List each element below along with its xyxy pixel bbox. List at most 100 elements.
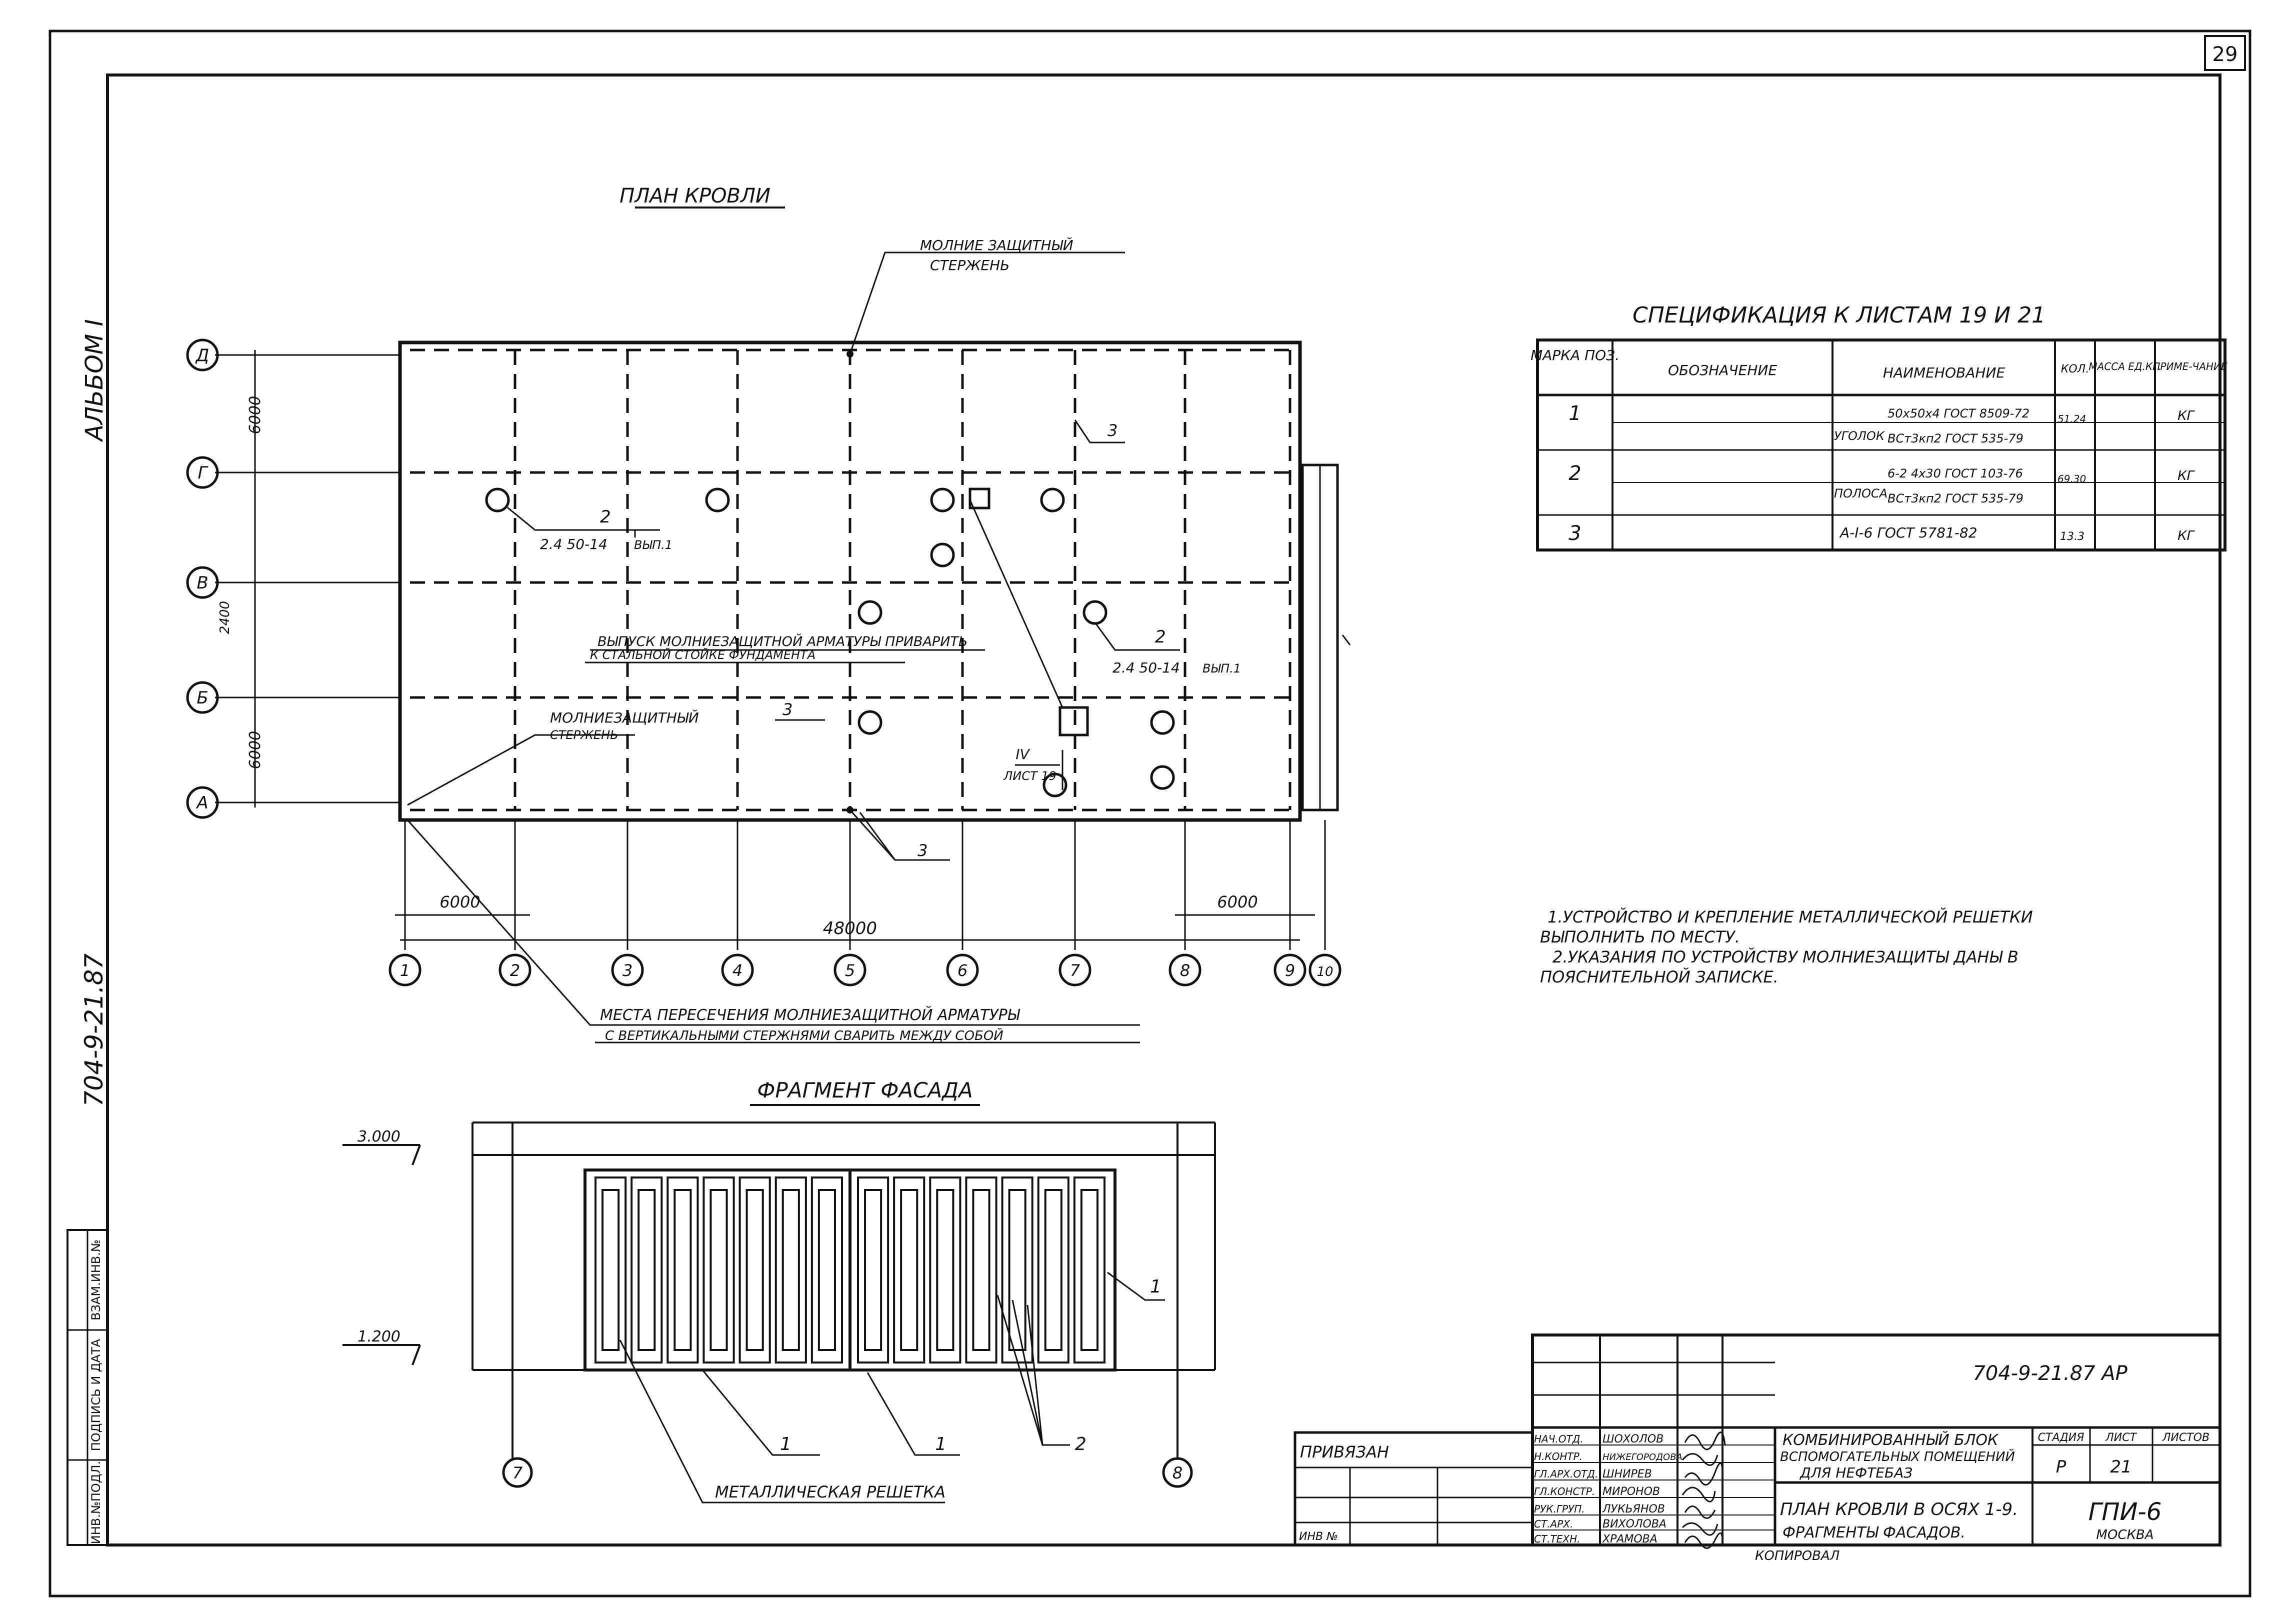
roof-vent — [858, 710, 882, 735]
sheet-title-2: ФРАГМЕНТЫ ФАСАДОВ. — [1782, 1524, 1966, 1542]
spec-header-mass: МАССА ЕД.КГ. — [2088, 360, 2161, 372]
spec-row1-note: КГ — [2178, 408, 2195, 424]
spec-row2-label: ПОЛОСА — [1834, 486, 1888, 500]
grille-bar-inner — [936, 1189, 954, 1351]
axis-label-10: 10 — [1316, 964, 1333, 980]
sheet-number: 29 — [2212, 43, 2238, 66]
project-1: КОМБИНИРОВАННЫЙ БЛОК — [1782, 1431, 1999, 1449]
spec-row3-pos: 3 — [1568, 522, 1581, 545]
grille-bar-inner — [746, 1189, 764, 1351]
axis-marker-6 — [946, 954, 979, 986]
role-7: СТ.ТЕХН. — [1534, 1533, 1580, 1545]
spec-row1-qty: 51.24 — [2058, 413, 2086, 425]
axis-marker-a — [186, 786, 219, 819]
stamp-code: 704-9-21.87 АР — [1972, 1362, 2128, 1385]
stamp-h-stage: СТАДИЯ — [2038, 1432, 2084, 1444]
roof-vent — [930, 488, 955, 512]
name-2: НИЖЕГОРОДОВА — [1602, 1452, 1682, 1462]
axis-marker-7 — [1058, 954, 1092, 986]
note-rod-top-1: МОЛНИЕ ЗАЩИТНЫЙ — [920, 236, 1074, 254]
ref-left-note: ВЫП.1 — [634, 538, 672, 552]
facade-callout-1-left: 1 — [780, 1434, 792, 1454]
facade-axis-marker-8 — [1162, 1457, 1193, 1488]
spec-row2-name1: 6-2 4х30 ГОСТ 103-76 — [1888, 466, 2023, 480]
stamp-copied: КОПИРОВАЛ — [1755, 1548, 1840, 1564]
axis-label-3: 3 — [622, 961, 632, 980]
grille-bar-inner — [818, 1189, 836, 1351]
role-6: СТ.АРХ. — [1534, 1518, 1573, 1530]
note-rod-left-1: МОЛНИЕЗАЩИТНЫЙ — [550, 709, 699, 726]
facade-axis-marker-7 — [502, 1457, 533, 1488]
spec-row2-note: КГ — [2178, 468, 2195, 484]
stamp-h-sheet: ЛИСТ — [2105, 1432, 2137, 1444]
stamp-privyazan: ПРИВЯЗАН — [1300, 1442, 1389, 1462]
facade-leaders — [619, 1272, 1165, 1504]
roof-vent — [1150, 710, 1175, 735]
spec-row2-name2: ВСт3кп2 ГОСТ 535-79 — [1888, 492, 2024, 506]
general-notes: 1.УСТРОЙСТВО И КРЕПЛЕНИЕ МЕТАЛЛИЧЕСКОЙ Р… — [1540, 908, 2033, 986]
roof-vent — [485, 488, 510, 512]
axis-label-v: В — [196, 573, 208, 593]
name-7: ХРАМОВА — [1602, 1533, 1658, 1546]
side-code: 704-9-21.87 — [80, 954, 108, 1107]
roof-vent — [705, 488, 730, 512]
ref-left: 2.4 50-14 — [540, 536, 608, 552]
axis-marker-9 — [1274, 954, 1306, 986]
role-2: Н.КОНТР. — [1534, 1450, 1582, 1462]
strip-sign: ПОДПИСЬ И ДАТА — [89, 1338, 103, 1451]
axis-marker-g — [186, 456, 219, 489]
facade-callout-1-mid: 1 — [935, 1434, 946, 1454]
grille-bar-inner — [674, 1189, 692, 1351]
lightning-mesh — [410, 348, 1292, 812]
ref-right: 2.4 50-14 — [1112, 660, 1180, 676]
spec-row1-pos: 1 — [1568, 402, 1581, 425]
facade-fragment: ФРАГМЕНТ ФАСАДА 3.000 1.200 7 8 — [342, 1078, 1216, 1504]
facade-axis-8: 8 — [1172, 1464, 1182, 1482]
spec-title: СПЕЦИФИКАЦИЯ К ЛИСТАМ 19 И 21 — [1632, 302, 2046, 328]
dim-total: 48000 — [823, 918, 877, 938]
strip-inv: ИНВ.№ПОДЛ. — [89, 1461, 103, 1544]
note-rod-top-2: СТЕРЖЕНЬ — [930, 257, 1010, 274]
axis-marker-3 — [611, 954, 644, 986]
dim-ab: 6000 — [246, 731, 264, 769]
axis-label-8: 8 — [1180, 961, 1190, 980]
note-exit-1: ВЫПУСК МОЛНИЕЗАЩИТНОЙ АРМАТУРЫ ПРИВАРИТЬ — [598, 634, 968, 650]
leader-lines — [406, 252, 1180, 1044]
ref-right-note: ВЫП.1 — [1202, 662, 1241, 676]
note-exit-2: К СТАЛЬНОЙ СТОЙКЕ ФУНДАМЕНТА — [590, 648, 816, 662]
grille-bar — [810, 1176, 844, 1364]
axis-label-b: Б — [196, 688, 208, 708]
grille-bar-inner — [864, 1189, 882, 1351]
axis-marker-b — [186, 681, 219, 714]
spec-row3-name1: А-I-6 ГОСТ 5781-82 — [1839, 524, 1978, 541]
outer-border — [48, 30, 2252, 1598]
stamp-org: ГПИ-6 — [2088, 1498, 2162, 1526]
sheet-number-box — [2204, 35, 2246, 71]
axis-label-2: 2 — [510, 961, 520, 980]
specification-table: СПЕЦИФИКАЦИЯ К ЛИСТАМ 19 И 21 МАРКА ПОЗ.… — [1530, 302, 2228, 552]
role-4: ГЛ.КОНСТР. — [1534, 1486, 1595, 1498]
roof-plan-title: ПЛАН КРОВЛИ — [620, 184, 770, 208]
axis-marker-1 — [388, 954, 422, 986]
grille-bar — [594, 1176, 627, 1364]
roof-vent — [930, 542, 955, 568]
roof-plan: ПЛАН КРОВЛИ — [186, 184, 1351, 1044]
axis-marker-4 — [721, 954, 754, 986]
facade-title: ФРАГМЕНТ ФАСАДА — [757, 1078, 972, 1102]
axis-label-d: Д — [195, 346, 210, 366]
stamp-city: МОСКВА — [2096, 1528, 2154, 1542]
note-rod-left-2: СТЕРЖЕНЬ — [550, 728, 618, 742]
name-1: ШОХОЛОВ — [1602, 1433, 1664, 1446]
facade-callout-1-right: 1 — [1150, 1276, 1162, 1297]
stamp-sheet: 21 — [2110, 1457, 2132, 1477]
name-4: МИРОНОВ — [1602, 1486, 1660, 1498]
strip-replace: ВЗАМ.ИНВ.№ — [89, 1240, 103, 1320]
axis-label-5: 5 — [845, 961, 855, 980]
spec-header-note: ПРИМЕ-ЧАНИЕ — [2152, 360, 2228, 372]
grille-bar — [929, 1176, 962, 1364]
metal-grille — [594, 1176, 1106, 1364]
node-sheet: ЛИСТ 19 — [1003, 769, 1056, 783]
project-2: ВСПОМОГАТЕЛЬНЫХ ПОМЕЩЕНИЙ — [1780, 1448, 2015, 1464]
grille-bar — [1073, 1176, 1106, 1364]
